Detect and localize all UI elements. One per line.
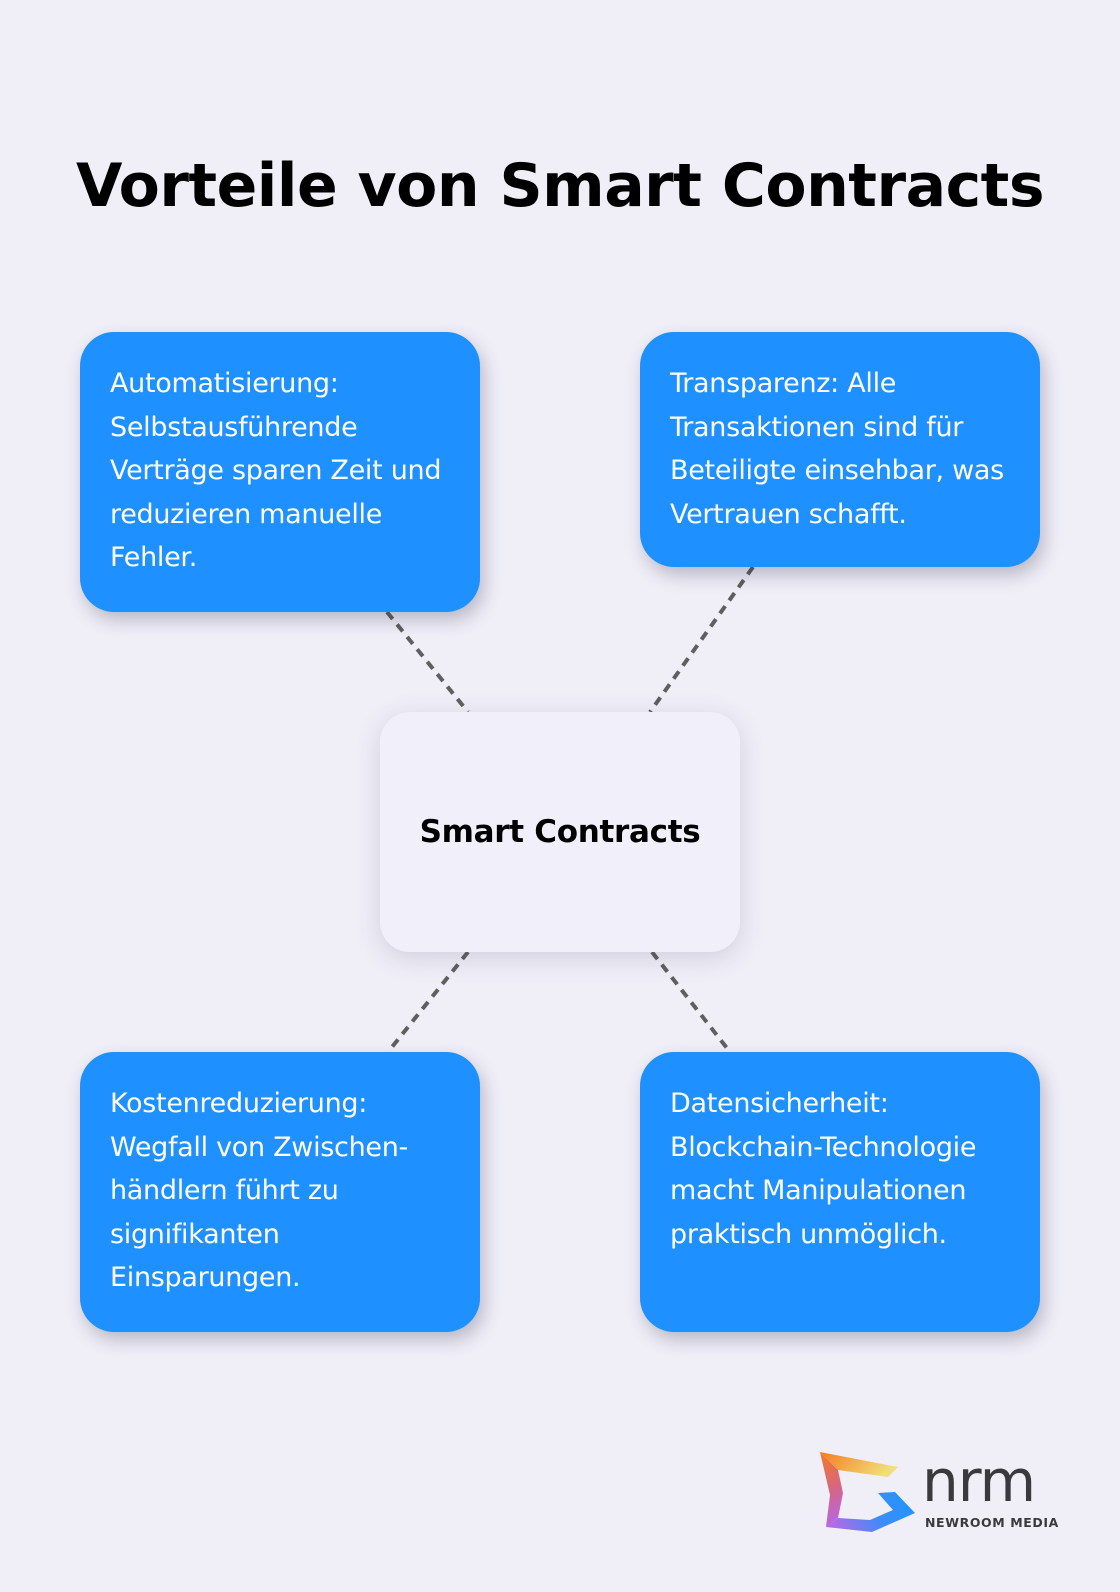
- center-node-label: Smart Contracts: [419, 814, 701, 850]
- card-kostenreduzierung: Kostenreduzierung: Wegfall von Zwischen-…: [80, 1052, 480, 1332]
- page-title: Vorteile von Smart Contracts: [75, 151, 1045, 222]
- card-text: Kostenreduzierung: Wegfall von Zwischen-…: [110, 1088, 408, 1293]
- card-text: Transparenz: Alle Transaktionen sind für…: [670, 368, 1004, 530]
- connector-top-right: [648, 565, 755, 714]
- card-transparenz: Transparenz: Alle Transaktionen sind für…: [640, 332, 1040, 567]
- card-automatisierung: Automatisierung: Selbstausführende Vertr…: [80, 332, 480, 612]
- card-datensicherheit: Datensicherheit: Blockchain-Technologie …: [640, 1052, 1040, 1332]
- connector-bottom-right: [650, 950, 732, 1054]
- card-text: Automatisierung: Selbstausführende Vertr…: [110, 368, 442, 573]
- connector-top-left: [385, 610, 470, 714]
- connector-bottom-left: [386, 950, 470, 1054]
- logo-wordmark: nrm: [922, 1447, 1036, 1515]
- card-text: Datensicherheit: Blockchain-Technologie …: [670, 1088, 977, 1250]
- center-node: Smart Contracts: [380, 712, 740, 952]
- nrm-logo-icon: [820, 1452, 915, 1532]
- nrm-logo: nrm NEWROOM MEDIA: [818, 1448, 1068, 1538]
- logo-tagline: NEWROOM MEDIA: [925, 1515, 1059, 1530]
